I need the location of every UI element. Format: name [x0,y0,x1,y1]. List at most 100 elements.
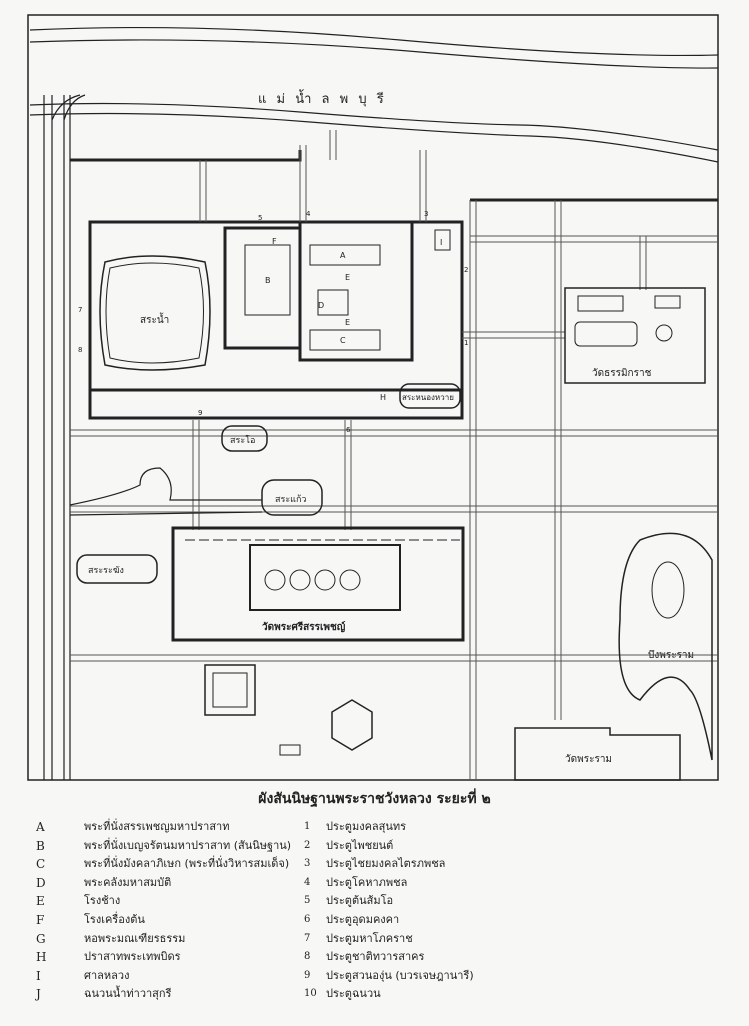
legend-item: E โรงช้าง [36,892,291,911]
wat-thammikarat [564,287,706,384]
building-letter: F [272,237,277,246]
gate-number: 8 [78,346,82,354]
legend-item: 1 ประตูมงคลสุนทร [304,818,474,837]
legend-label: โรงเครื่องต้น [84,912,145,926]
legend-label: พระที่นั่งเบญจรัตนมหาปราสาท (สันนิษฐาน) [84,838,292,852]
legend-label: พระที่นั่งมังคลาภิเษก (พระที่นั่งวิหารสม… [84,857,290,871]
pond-kaeo-label: สระแก้ว [275,494,306,505]
legend-item: B พระที่นั่งเบญจรัตนมหาปราสาท (สันนิษฐาน) [36,837,291,856]
legend-key: 10 [304,988,317,1000]
legend-key: E [36,894,45,909]
building-letter: A [340,251,346,260]
legend-item: I ศาลหลวง [36,967,291,986]
legend-item: A พระที่นั่งสรรเพชญมหาปราสาท [36,818,291,837]
legend-label: ประตูไชยมงคลไตรภพชล [326,857,446,871]
pond-main-label: สระน้ำ [140,312,169,326]
legend-item: 8 ประตูชาติทวารสาคร [304,948,474,967]
building-letter: H [380,393,386,402]
legend-key: G [36,931,46,946]
legend-item: 5 ประตูต้นส้มโอ [304,892,474,911]
palace-site-plan: แ ม่ น้ำ ล พ บุ รี สระน้ำ สระโอ สระแก้ว … [27,14,719,781]
river [29,26,719,163]
legend-item: F โรงเครื่องต้น [36,911,291,930]
gate-number: 1 [464,339,468,347]
gate-number: 4 [306,210,311,218]
roads [70,130,718,780]
legend-key: 9 [304,969,311,981]
map-frame [27,14,719,781]
legend-label: ประตูสวนองุ่น (บวรเจษฎานารี) [326,968,474,982]
legend-item: D พระคลังมหาสมบัติ [36,874,291,893]
legend-label: ประตูไพชยนต์ [326,838,394,852]
pond-kaeo [261,479,323,516]
building-legend: A พระที่นั่งสรรเพชญมหาปราสาท B พระที่นั่งเ… [36,818,291,1004]
legend-key: 8 [304,951,311,963]
bueng-phra-ram [618,532,713,761]
legend-key: J [36,987,41,1002]
legend-label: โรงช้าง [84,894,121,908]
legend-key: 5 [304,895,311,907]
legend-key: I [36,968,41,983]
wat-phra-si-sanphet-label: วัดพระศรีสรรเพชญ์ [262,621,346,633]
ruin-hexagon [331,699,373,751]
legend-key: 1 [304,821,311,832]
legend-label: ประตูมงคลสุนทร [326,820,407,833]
wat-phra-ram [514,727,681,781]
pond-nongwai [399,383,461,409]
legend-label: ประตูอุดมคงคา [326,912,400,926]
legend-label: ประตูชาติทวารสาคร [326,950,425,964]
plan-title: ผังสันนิษฐานพระราชวังหลวง ระยะที่ ๒ [258,791,491,807]
legend-key: A [36,820,45,834]
gate-number: 3 [424,210,428,218]
wat-phra-ram-label: วัดพระราม [565,754,612,765]
building-letter: I [440,238,442,247]
gate-number: 5 [258,214,262,222]
legend-key: 3 [304,858,311,870]
gate-number: 9 [198,409,202,417]
ruin-square [204,664,256,716]
building-letter: E [345,318,350,327]
building-letter: B [265,276,271,285]
legend-item: G หอพระมณเฑียรธรรม [36,930,291,949]
legend-key: C [36,857,46,872]
legend-label: ประตูโคหาภพชล [326,875,408,889]
bueng-phra-ram-label: บึงพระราม [648,649,694,661]
building-b [244,244,291,316]
legend-key: 6 [304,913,311,925]
pond-rakhang-label: สระระฆัง [88,566,124,576]
pond-nongwai-label: สระหนองหวาย [402,393,454,402]
legend-label: ศาลหลวง [84,968,130,982]
legend-item: 6 ประตูอุดมคงคา [304,911,474,930]
building-c [309,329,381,351]
left-canal [43,94,86,780]
building-i [434,229,451,251]
gate-number: 2 [464,266,468,274]
gate-number: 7 [78,306,82,314]
gate-legend: 1 ประตูมงคลสุนทร 2 ประตูไพชยนต์ 3 ประตูไชยม… [304,818,474,1004]
legend-key: 2 [304,839,311,851]
legend-key: 7 [304,932,311,944]
river-label: แ ม่ น้ำ ล พ บุ รี [258,89,387,107]
legend-label: ประตูต้นส้มโอ [326,894,394,908]
legend-key: D [36,875,46,890]
building-letter: C [340,336,346,345]
building-letter: E [345,273,350,282]
gate-number: 6 [346,426,351,434]
legend-key: F [36,912,45,927]
wat-phra-si-sanphet [171,526,465,642]
building-a [309,244,381,266]
legend-label: พระคลังมหาสมบัติ [84,875,172,889]
legend-label: พระที่นั่งสรรเพชญมหาปราสาท [84,820,230,833]
canal-west [69,467,263,516]
building-letter: D [318,301,324,310]
pond-o-label: สระโอ [230,435,255,446]
legend-label: ฉนวนน้ำท่าวาสุกรี [84,987,172,1001]
legend-key: B [36,838,45,853]
legend-label: หอพระมณเฑียรธรรม [84,931,186,945]
legend-item: 9 ประตูสวนองุ่น (บวรเจษฎานารี) [304,967,474,986]
building-d [317,289,349,316]
legend-item: 3 ประตูไชยมงคลไตรภพชล [304,855,474,874]
pond-main [99,255,211,371]
